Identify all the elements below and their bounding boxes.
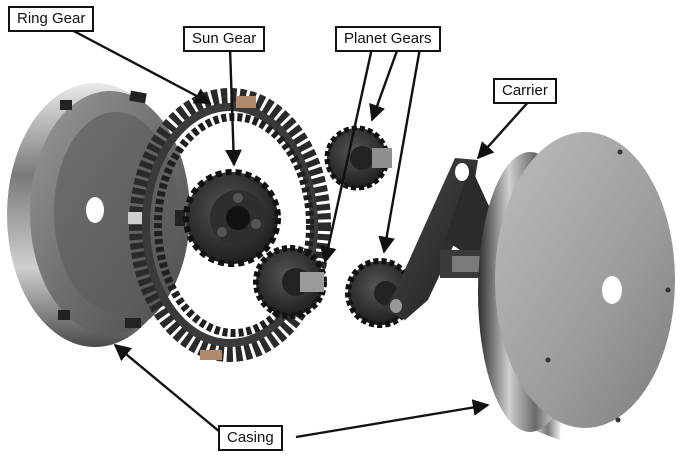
arrow-ring-gear: [67, 26, 212, 105]
leader-arrows: [67, 26, 531, 439]
arrow-sun-gear: [225, 47, 242, 167]
ring-gear: [128, 88, 331, 362]
arrow-casing-right: [295, 399, 490, 439]
casing-label: Casing: [218, 425, 283, 451]
arrow-planet-gear-top: [369, 47, 400, 122]
carrier-label: Carrier: [493, 78, 557, 104]
arrow-casing-left: [113, 343, 221, 433]
left-casing: [7, 83, 190, 347]
arrow-carrier: [476, 99, 531, 160]
planet-gears-label: Planet Gears: [335, 26, 441, 52]
planet-gear-left: [253, 245, 327, 319]
sun-gear: [183, 169, 281, 267]
planet-gear-top: [324, 125, 392, 191]
arrow-planet-gear-left: [320, 47, 374, 264]
ring-gear-label: Ring Gear: [8, 6, 95, 32]
arrow-planet-gear-right: [378, 47, 422, 254]
right-casing: [478, 132, 675, 440]
sun-gear-label: Sun Gear: [183, 26, 266, 52]
